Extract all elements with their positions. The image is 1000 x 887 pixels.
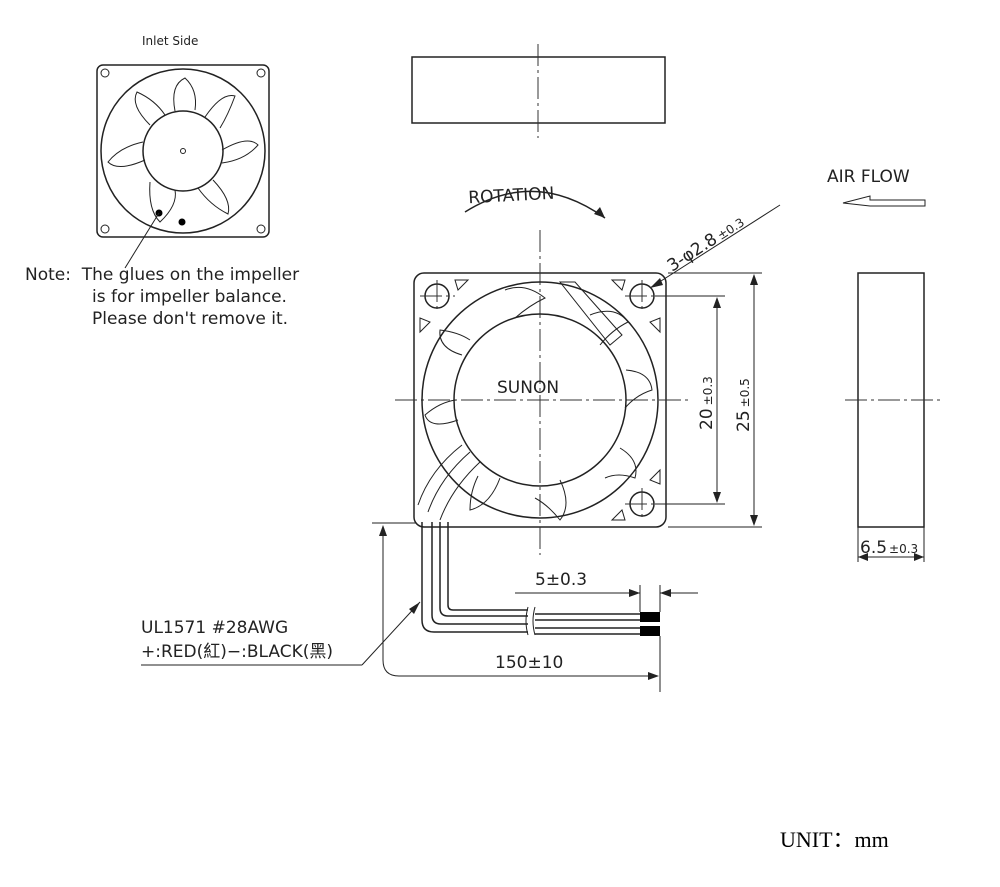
- front-view: SUNON: [395, 230, 690, 555]
- wire-inner-1: [439, 522, 528, 617]
- dim-20-arrow-bot-icon: [713, 492, 721, 503]
- corner-notch-6: [610, 509, 626, 521]
- note: Note: The glues on the impeller is for i…: [25, 265, 299, 329]
- inlet-hole-tr: [256, 68, 266, 78]
- front-blades: [424, 286, 653, 521]
- dim-20-arrow-top-icon: [713, 297, 721, 308]
- inlet-side-view: Inlet Side: [96, 34, 270, 269]
- inlet-shaft: [180, 148, 186, 154]
- hole-dim-label: 3-φ2.8±0.3: [664, 212, 748, 276]
- inlet-hub: [142, 110, 224, 192]
- rotation-arrowhead-icon: [594, 207, 605, 218]
- wire-tip-black: [640, 626, 660, 636]
- note-line-3: Please don't remove it.: [92, 309, 288, 329]
- break-mark-1: [525, 606, 529, 636]
- wire-spec-label: UL1571 #28AWG: [141, 618, 288, 638]
- corner-notch-2: [610, 279, 626, 291]
- dim-lead-label: 150±10: [495, 653, 563, 673]
- dim-65-label: 6.5±0.3: [860, 538, 918, 558]
- rotation-arc: [464, 190, 606, 219]
- lead-wires: [421, 522, 660, 636]
- wire-spec-arrow-icon: [409, 602, 420, 614]
- dim-65-arrow-left-icon: [858, 553, 868, 561]
- hole-leader-arrow-icon: [650, 278, 663, 288]
- unit-label: UNIT：mm: [780, 827, 889, 852]
- dim-20-label: 20±0.3: [697, 376, 717, 430]
- corner-notch-4: [649, 317, 661, 334]
- wire-spec-leader: [361, 601, 421, 666]
- rotation-indicator: ROTATION: [464, 184, 606, 219]
- dim-25-arrow-bot-icon: [750, 515, 758, 526]
- wire-outer-2: [431, 522, 528, 625]
- hole-leader: [649, 204, 781, 289]
- inlet-hole-tl: [100, 68, 110, 78]
- rotation-label: ROTATION: [468, 184, 555, 208]
- dim-20: 20±0.3: [655, 295, 725, 505]
- hole-callout: 3-φ2.8±0.3: [649, 204, 781, 289]
- corner-notch-1: [454, 279, 470, 291]
- dim-65-arrow-right-icon: [914, 553, 924, 561]
- dim-lead-arrow-right-icon: [648, 672, 659, 680]
- inlet-hole-br: [256, 224, 266, 234]
- break-mark-2: [532, 606, 536, 636]
- front-shroud: [421, 281, 659, 519]
- note-line-1: Note: The glues on the impeller: [25, 265, 299, 285]
- note-leader: [124, 212, 160, 269]
- dim-lead-line: [382, 659, 657, 677]
- wire-colors-label: +:RED(紅)−:BLACK(黑): [141, 642, 333, 662]
- wire-channel-outer: [417, 444, 463, 506]
- note-line-2: is for impeller balance.: [92, 287, 287, 307]
- inlet-blades: [107, 77, 259, 223]
- dim-strip-arrow-left-icon: [629, 589, 640, 597]
- corner-notch-5: [649, 468, 661, 485]
- wire-outer-1: [421, 522, 528, 633]
- inlet-shroud: [100, 68, 266, 234]
- dim-strip: 5±0.3: [515, 570, 698, 612]
- dim-lead-arrow-top-icon: [379, 525, 387, 536]
- airflow-label: AIR FLOW: [827, 167, 910, 187]
- dim-strip-arrow-right-icon: [660, 589, 671, 597]
- top-view: [411, 44, 666, 138]
- airflow-indicator: AIR FLOW: [827, 167, 926, 207]
- dim-25-label: 25±0.5: [734, 378, 754, 432]
- airflow-arrow-icon: [842, 195, 926, 207]
- glue-dot-2: [178, 218, 186, 226]
- wire-channel-inner: [439, 461, 481, 521]
- dim-25: 25±0.5: [668, 272, 762, 528]
- wire-spec: UL1571 #28AWG +:RED(紅)−:BLACK(黑): [141, 601, 421, 666]
- side-view: 6.5±0.3: [845, 272, 940, 562]
- inlet-frame: [96, 64, 270, 238]
- inlet-hole-bl: [100, 224, 110, 234]
- wire-inner-2: [447, 522, 528, 611]
- brand-label: SUNON: [497, 378, 559, 398]
- dim-25-arrow-top-icon: [750, 274, 758, 285]
- wire-channel-mid: [427, 451, 471, 513]
- frame-strut: [558, 281, 623, 346]
- wire-tip-red: [640, 612, 660, 622]
- dim-strip-label: 5±0.3: [535, 570, 587, 590]
- inlet-side-label: Inlet Side: [142, 34, 198, 48]
- dim-lead-length: 150±10: [372, 522, 661, 692]
- corner-notch-3: [419, 317, 431, 334]
